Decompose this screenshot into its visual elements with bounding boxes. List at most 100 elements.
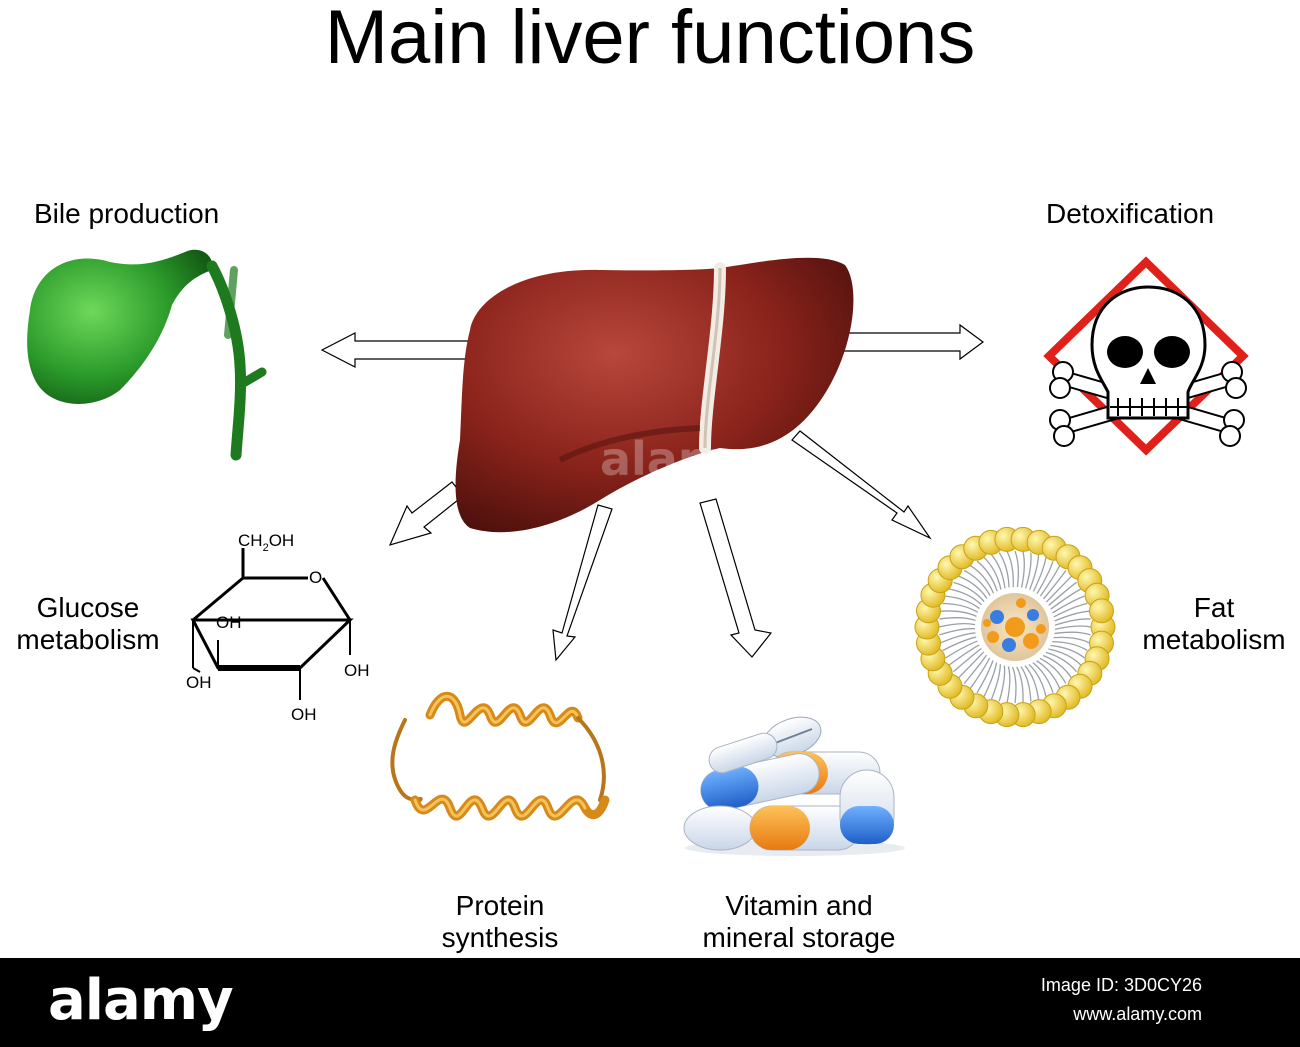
lipid-tail xyxy=(939,628,976,636)
lipid-tail xyxy=(1036,560,1054,594)
label-fat-line2: metabolism xyxy=(1142,624,1286,655)
lipid-tail xyxy=(1053,636,1090,644)
lipid-tail xyxy=(1054,631,1091,636)
lipid-tail xyxy=(1014,550,1020,588)
lipid-tail xyxy=(949,588,983,606)
footer-logo[interactable]: alamy xyxy=(48,968,234,1033)
toxic-hazard-icon xyxy=(1043,256,1249,456)
label-protein-synthesis: Protein synthesis xyxy=(410,890,590,954)
lipid-tail xyxy=(983,557,1002,590)
lipid-tail xyxy=(958,575,988,599)
watermark-text: alamy xyxy=(600,432,756,486)
lipid-tail xyxy=(1039,657,1067,684)
lipid-tail xyxy=(942,602,979,613)
arrow-to-vitamin xyxy=(699,498,773,658)
lipid-tail xyxy=(1016,666,1024,703)
lipid-tail xyxy=(945,640,978,659)
lipid-tail xyxy=(1006,666,1011,703)
lipid-tail xyxy=(1050,644,1085,659)
lipid-tail xyxy=(963,569,991,597)
label-glucose-line1: Glucose xyxy=(36,592,140,623)
arrow-to-protein xyxy=(552,504,613,662)
gallbladder-icon xyxy=(27,249,267,461)
micelle-cargo xyxy=(1036,624,1046,634)
micelle-cargo xyxy=(983,619,991,627)
lipid-tail xyxy=(953,581,985,603)
label-detoxification: Detoxification xyxy=(1046,198,1215,229)
lipid-tail xyxy=(942,636,977,652)
label-glucose-line2: metabolism xyxy=(16,624,160,655)
lipid-micelle-icon xyxy=(914,526,1116,728)
label-protein-line2: synthesis xyxy=(441,922,559,953)
label-vitamin-line2: mineral storage xyxy=(702,922,896,953)
liver-functions-diagram: CH2OH O OH OH OH OH xyxy=(27,249,1249,856)
arrow-to-fat xyxy=(791,430,932,540)
lipid-tail xyxy=(938,622,976,628)
label-vitamin-line1: Vitamin and xyxy=(725,890,873,921)
oh-label-3: OH xyxy=(186,673,212,692)
lipid-tail xyxy=(953,648,982,673)
arrows xyxy=(320,323,985,662)
ring-oxygen-label: O xyxy=(309,568,322,587)
micelle-cargo xyxy=(1027,609,1039,621)
arrow-to-detox xyxy=(839,323,985,361)
lipid-tail xyxy=(940,632,976,644)
lipid-tail xyxy=(945,595,980,610)
micelle-cargo xyxy=(1016,598,1026,608)
lipid-tail xyxy=(958,651,985,679)
protein-helix-icon xyxy=(390,691,610,821)
lipid-tail xyxy=(969,657,991,689)
glucose-structure xyxy=(190,548,354,700)
oh-label-4: OH xyxy=(291,705,317,724)
oh-label-1: OH xyxy=(216,613,242,632)
lipid-head xyxy=(1089,598,1115,624)
micelle-cargo xyxy=(1023,633,1039,649)
lipid-tail xyxy=(1052,640,1088,652)
footer-url[interactable]: www.alamy.com xyxy=(1073,1004,1202,1024)
micelle-cargo xyxy=(990,610,1004,624)
arrow-to-glucose xyxy=(388,481,464,546)
lipid-tail xyxy=(1054,610,1090,622)
label-fat-line1: Fat xyxy=(1193,592,1235,623)
lipid-tail xyxy=(990,664,1002,700)
lipid-tail xyxy=(1043,570,1067,600)
lipid-tail xyxy=(1028,663,1047,697)
footer-image-id: Image ID: 3D0CY26 xyxy=(1040,975,1202,995)
lipid-tail xyxy=(1020,551,1025,588)
lipid-tail xyxy=(1054,618,1091,626)
label-bile-production: Bile production xyxy=(34,198,220,229)
arrow-to-bile xyxy=(320,332,471,368)
lipid-tail xyxy=(948,644,980,666)
lipid-tail xyxy=(963,654,988,684)
lipid-tail xyxy=(1050,588,1082,610)
micelle-cargo xyxy=(1002,638,1016,652)
lipid-tail xyxy=(1042,654,1073,679)
label-vitamin-mineral-storage: Vitamin and mineral storage xyxy=(670,890,928,954)
lipid-tail xyxy=(939,617,976,622)
lipid-tail xyxy=(1024,665,1040,700)
label-glucose-metabolism: Glucose metabolism xyxy=(0,592,176,656)
label-protein-line1: Protein xyxy=(455,890,545,921)
lipid-tail xyxy=(998,552,1010,588)
liver-illustration xyxy=(455,257,854,533)
label-fat-metabolism: Fat metabolism xyxy=(1128,592,1300,656)
lipid-tail xyxy=(1045,575,1072,603)
lipid-tail xyxy=(1029,554,1040,591)
lipid-tail xyxy=(1011,666,1017,704)
lipid-tail xyxy=(1006,551,1014,588)
lipid-tail xyxy=(940,610,977,617)
page-title: Main liver functions xyxy=(324,0,976,80)
lipid-tail xyxy=(976,560,998,592)
lipid-tail xyxy=(1039,565,1061,597)
ch2oh-label: CH2OH xyxy=(238,531,294,554)
lipid-tail xyxy=(1036,660,1061,689)
lipid-tail xyxy=(1054,625,1092,631)
lipid-tail xyxy=(1025,552,1032,589)
lipid-tail xyxy=(1032,557,1047,592)
lipid-tail xyxy=(976,660,994,694)
footer-bar: alamy Image ID: 3D0CY26 www.alamy.com xyxy=(0,958,1300,1047)
lipid-tail xyxy=(1052,595,1085,614)
lipid-tail xyxy=(969,564,995,594)
lipid-tail xyxy=(1048,581,1077,606)
lipid-tail xyxy=(1053,602,1088,618)
